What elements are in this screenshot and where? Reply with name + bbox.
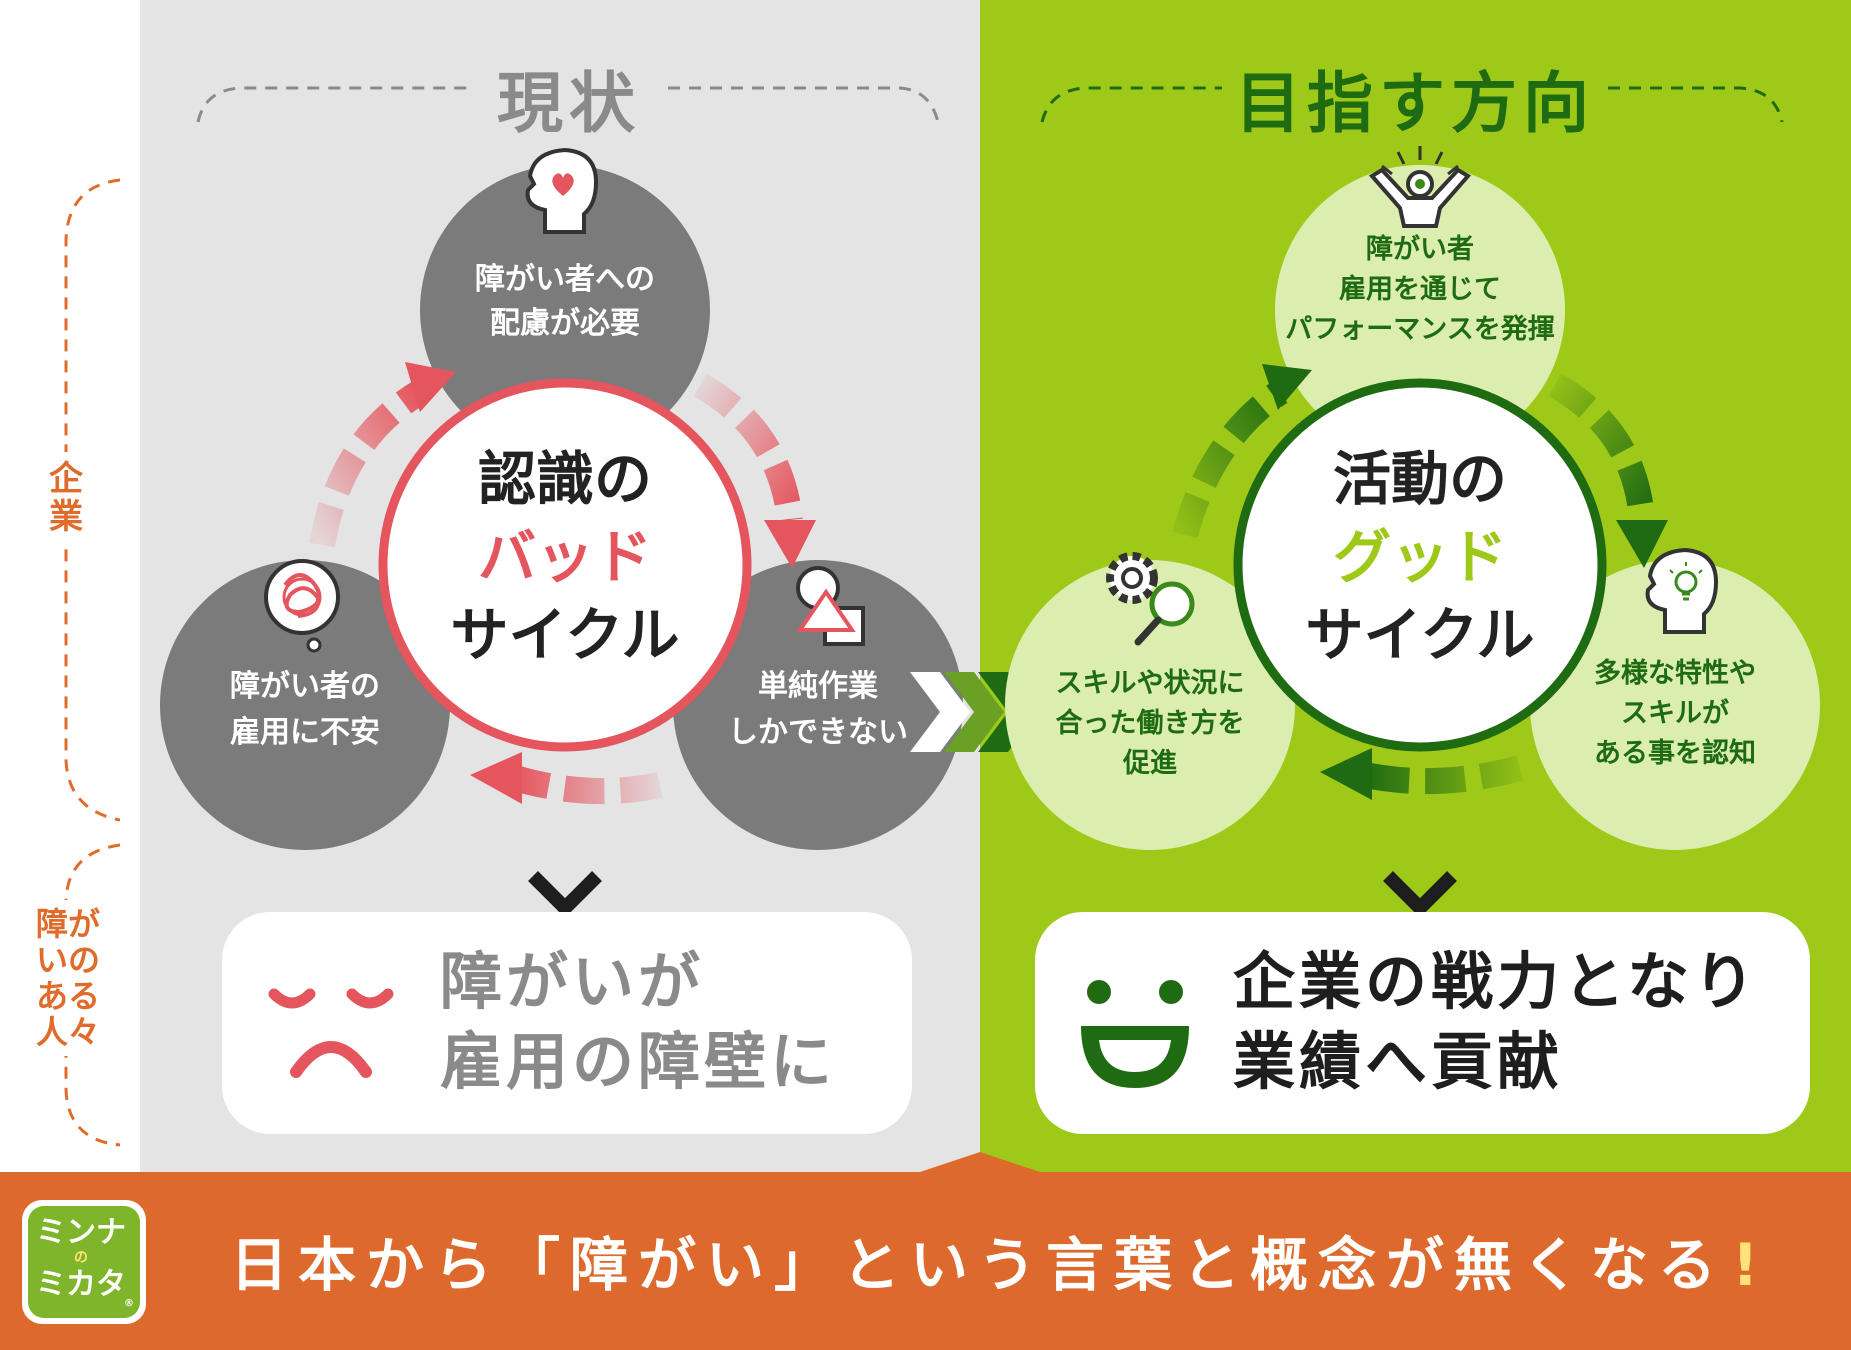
left-right-text: 単純作業しかできない [728,669,908,750]
left-down-chevron-icon [528,871,602,918]
title-bracket-lines [196,86,1784,123]
shapes-icon [796,566,865,646]
target-direction-title: 目指す方向 [1235,65,1595,142]
left-left-text: 障がい者の雇用に不安 [230,669,380,750]
lightbulb-head-icon [1645,547,1719,634]
left-result-text: 障がいが雇用の障壁に [440,945,837,1098]
cycle-diagrams [160,146,1820,918]
sad-face-icon [268,988,394,1078]
left-result-box: 障がいが雇用の障壁に [222,912,912,1134]
left-top-circle [420,165,710,455]
left-center-text: 認識の バッド サイクル [450,445,680,669]
cheering-person-icon [1368,146,1472,228]
left-left-circle [160,560,450,850]
minna-no-mikata-logo: ミンナ の ミカタ ® [22,1200,146,1324]
side-label-people: 障がいのある人々 [28,900,108,1056]
right-left-text: スキルや状況に合った働き方を促進 [1055,668,1245,779]
tangled-thought-icon [264,559,340,653]
heart-head-icon [525,147,599,234]
right-down-chevron-icon [1383,871,1457,918]
smile-face-icon [1081,980,1189,1088]
left-right-circle [673,560,963,850]
right-result-box: 企業の戦力となり業績へ貢献 [1035,912,1810,1134]
footer-slogan: 日本から「障がい」という言葉と概念が無くなる! [230,1231,1769,1299]
side-bracket-lines [64,178,121,1147]
footer-banner [0,1172,1851,1350]
left-top-text: 障がい者への配慮が必要 [475,262,655,341]
gear-magnifier-icon [1106,552,1195,646]
right-center-circle [1233,378,1607,752]
footer-notch [920,1152,1040,1172]
right-top-text: 障がい者雇用を通じてパフォーマンスを発揮 [1285,234,1555,345]
left-cycle-arrows [309,362,816,805]
right-left-circle [1005,560,1295,850]
right-result-text: 企業の戦力となり業績へ貢献 [1233,945,1760,1098]
right-cycle-arrows [1172,364,1668,800]
right-right-circle [1530,560,1820,850]
side-label-company: 企業 [44,452,88,544]
left-center-circle [378,378,752,752]
current-state-title: 現状 [497,65,641,142]
right-top-circle [1275,165,1565,455]
right-right-text: 多様な特性やスキルがある事を認知 [1594,658,1756,769]
right-center-text: 活動の グッド サイクル [1305,445,1535,669]
